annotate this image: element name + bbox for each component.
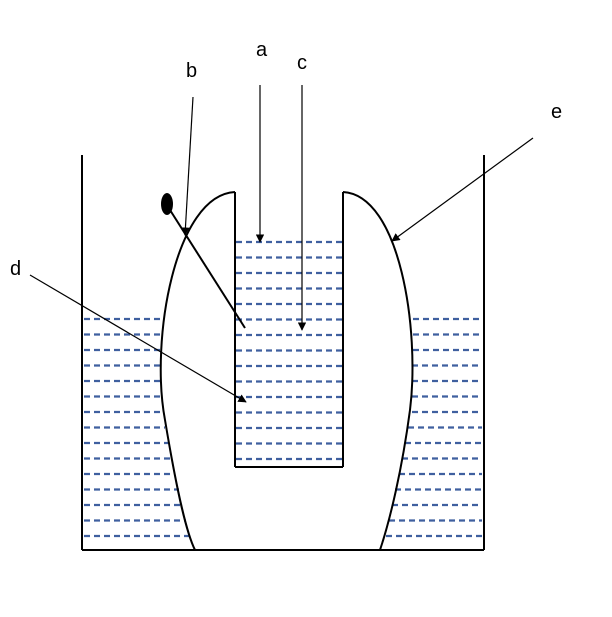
arrow-d [29, 274, 247, 403]
label-c: c [297, 52, 307, 74]
label-arrows [29, 85, 534, 403]
label-b: b [186, 60, 197, 82]
label-a: a [256, 39, 268, 61]
label-e: e [551, 101, 562, 123]
outer-beaker [81, 155, 485, 551]
thermometer [161, 193, 246, 329]
u-vessel [159, 191, 414, 551]
outer-water-right [386, 317, 482, 538]
outer-water-left [84, 317, 190, 538]
inner-water [236, 240, 342, 461]
label-d: d [10, 258, 21, 280]
arrow-e [391, 137, 534, 242]
arrow-b [181, 96, 194, 236]
